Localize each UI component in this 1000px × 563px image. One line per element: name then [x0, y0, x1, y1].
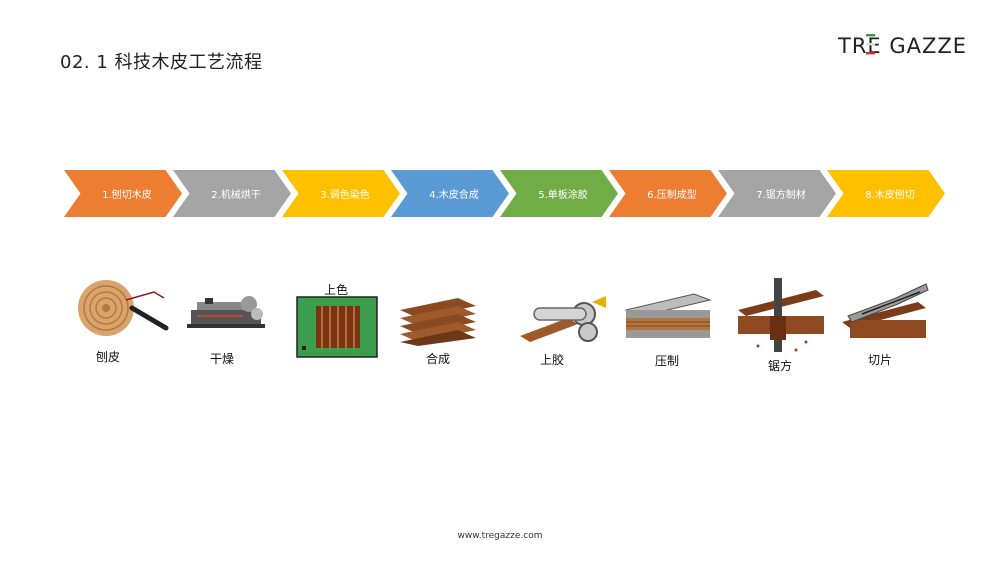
flag-red-stripe — [866, 52, 875, 55]
brand-logo-text: TRE GAZZE — [838, 34, 967, 58]
caption-pressing: 压制 — [655, 354, 680, 368]
step-5-chevron: 5.单板涂胶 — [500, 170, 618, 217]
process-flow: 1.刨切木皮 2.机械烘干 3.调色染色 4.木皮合成 5.单板涂胶 6.压制成… — [64, 170, 946, 217]
dyeing-top-label: 上色 — [324, 283, 349, 297]
step-3-label: 3.调色染色 — [320, 190, 370, 201]
laminating-illustration — [396, 270, 480, 380]
step-5-label: 5.单板涂胶 — [538, 190, 588, 201]
step-7-chevron: 7.锯方制材 — [718, 170, 836, 217]
step-3-chevron: 3.调色染色 — [282, 170, 400, 217]
gluing-illustration — [518, 270, 610, 380]
step-2-label: 2.机械烘干 — [211, 190, 261, 201]
step-2-chevron: 2.机械烘干 — [173, 170, 291, 217]
sawing-illustration — [736, 276, 826, 386]
step-6-chevron: 6.压制成型 — [609, 170, 727, 217]
brand-logo-mark: TRE GAZZE — [837, 34, 967, 58]
caption-peeling: 刨皮 — [96, 350, 121, 364]
pressing-illustration — [624, 270, 712, 380]
footer-url: www.tregazze.com — [457, 531, 543, 541]
step-4-chevron: 4.木皮合成 — [391, 170, 509, 217]
step-7-label: 7.锯方制材 — [756, 190, 806, 201]
brand-logo: TRE GAZZE — [837, 32, 970, 58]
step-1-label: 1.刨切木皮 — [102, 190, 152, 201]
flag-green-stripe — [866, 34, 875, 37]
caption-sawing: 锯方 — [768, 359, 793, 373]
step-1-chevron: 1.刨切木皮 — [64, 170, 182, 217]
step-8-label: 8.木皮刨切 — [865, 190, 915, 201]
caption-laminating: 合成 — [426, 352, 451, 366]
drying-illustration — [183, 270, 273, 380]
step-8-chevron: 8.木皮刨切 — [827, 170, 945, 217]
caption-slicing: 切片 — [868, 353, 893, 367]
slicing-illustration — [838, 276, 930, 386]
step-6-label: 6.压制成型 — [647, 190, 697, 201]
flag-white-stripe — [866, 43, 875, 46]
caption-gluing: 上胶 — [540, 353, 565, 367]
step-4-label: 4.木皮合成 — [429, 190, 479, 201]
dyeing-illustration — [296, 296, 378, 406]
page-title: 02. 1 科技木皮工艺流程 — [60, 52, 263, 73]
peeling-illustration — [74, 270, 174, 380]
caption-drying: 干燥 — [210, 352, 235, 366]
